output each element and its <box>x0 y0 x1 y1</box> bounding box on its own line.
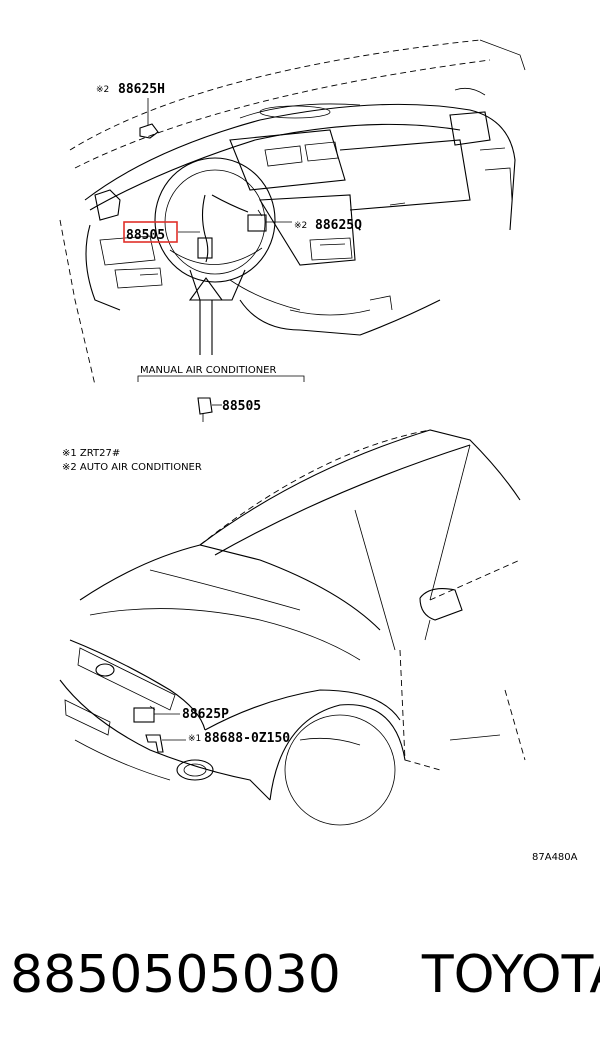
footer-brand: TOYOTA <box>421 945 600 1005</box>
manual-ac-group: MANUAL AIR CONDITIONER 88505 <box>137 365 305 422</box>
label-88625Q-mark: ※2 <box>294 221 307 231</box>
label-88625Q: 88625Q <box>315 218 362 233</box>
label-88505-manual: 88505 <box>222 399 261 414</box>
label-88505-highlight: 88505 <box>126 228 165 243</box>
label-88625H: 88625H <box>118 82 165 97</box>
manual-ac-caption: MANUAL AIR CONDITIONER <box>140 365 276 376</box>
car-illustration <box>59 429 526 826</box>
diagram-code: 87A480A <box>532 852 578 863</box>
label-88688: 88688-0Z150 <box>204 731 290 746</box>
note-2: ※2 AUTO AIR CONDITIONER <box>62 462 202 473</box>
footer-caption: 8850505030 TOYOTA <box>10 935 600 1015</box>
dashboard-illustration <box>59 39 526 386</box>
label-88625P: 88625P <box>182 707 229 722</box>
highlight-box-88505 <box>123 221 178 243</box>
label-88688-mark: ※1 <box>188 734 201 744</box>
footer-part-number: 8850505030 <box>10 945 341 1005</box>
label-88625H-mark: ※2 <box>96 85 109 95</box>
note-1: ※1 ZRT27# <box>62 448 120 459</box>
